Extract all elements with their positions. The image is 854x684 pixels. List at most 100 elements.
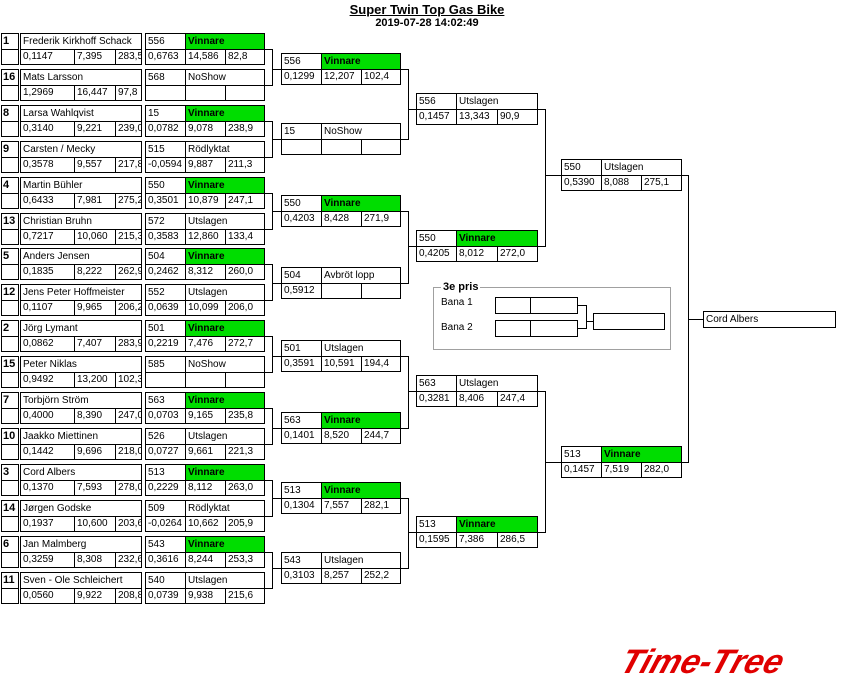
speed: 260,0	[225, 264, 265, 280]
bracket-line	[265, 157, 273, 158]
speed	[361, 283, 401, 299]
bracket-line	[272, 139, 282, 140]
bracket-line	[408, 532, 417, 533]
reaction-time: 0,3281	[416, 391, 457, 407]
seed-spacer	[1, 157, 19, 173]
elapsed-time	[321, 139, 362, 155]
bracket-line	[265, 408, 273, 409]
car-number: 563	[145, 392, 186, 409]
elapsed-time	[185, 85, 226, 101]
race-result: Vinnare	[321, 53, 401, 70]
seed-number: 3	[1, 464, 19, 481]
speed: 235,8	[225, 408, 265, 424]
reaction-time: 0,1299	[281, 69, 322, 85]
car-number: 504	[145, 248, 186, 265]
car-number: 513	[416, 516, 457, 533]
bracket-line	[265, 516, 273, 517]
bracket-line	[408, 391, 417, 392]
bracket-line	[272, 428, 282, 429]
seed-spacer	[1, 336, 19, 352]
reaction-time: 0,1370	[20, 480, 75, 496]
bracket-line	[408, 211, 409, 284]
car-number: 543	[281, 552, 322, 569]
elapsed-time: 8,428	[321, 211, 362, 227]
race-result: Vinnare	[185, 177, 265, 194]
reaction-time: 0,0739	[145, 588, 186, 604]
competitor-name: Frederik Kirkhoff Schack	[20, 33, 142, 50]
reaction-time: 0,5390	[561, 175, 602, 191]
reaction-time: 0,3259	[20, 552, 75, 568]
speed: 232,6	[115, 552, 142, 568]
elapsed-time: 7,519	[601, 462, 642, 478]
elapsed-time: 10,879	[185, 193, 226, 209]
seed-spacer	[1, 588, 19, 604]
reaction-time: 0,1442	[20, 444, 75, 460]
speed: 102,4	[361, 69, 401, 85]
bracket-line	[408, 498, 409, 569]
elapsed-time: 8,222	[74, 264, 116, 280]
bracket-line	[272, 568, 282, 569]
race-result: Vinnare	[321, 195, 401, 212]
competitor-name: Cord Albers	[20, 464, 142, 481]
elapsed-time: 9,557	[74, 157, 116, 173]
speed: 253,3	[225, 552, 265, 568]
race-result: Utslagen	[185, 572, 265, 589]
bracket-line	[586, 305, 587, 329]
elapsed-time	[321, 283, 362, 299]
race-result: Utslagen	[321, 340, 401, 357]
speed: 203,6	[115, 516, 142, 532]
car-number: 552	[145, 284, 186, 301]
reaction-time	[281, 139, 322, 155]
race-result: Vinnare	[185, 105, 265, 122]
bracket-line	[272, 356, 282, 357]
lane2-result-cell	[530, 320, 578, 337]
speed: 205,9	[225, 516, 265, 532]
elapsed-time: 10,060	[74, 229, 116, 245]
race-result: Vinnare	[456, 230, 538, 247]
reaction-time: 0,2229	[145, 480, 186, 496]
elapsed-time: 9,938	[185, 588, 226, 604]
elapsed-time: 7,557	[321, 498, 362, 514]
elapsed-time: 7,593	[74, 480, 116, 496]
seed-spacer	[1, 372, 19, 388]
time-tree-logo: Time-Tree	[616, 643, 790, 681]
seed-number: 14	[1, 500, 19, 517]
elapsed-time: 9,661	[185, 444, 226, 460]
elapsed-time	[185, 372, 226, 388]
reaction-time: 0,1147	[20, 49, 75, 65]
race-result: NoShow	[185, 69, 265, 86]
car-number: 15	[281, 123, 322, 140]
speed: 272,7	[225, 336, 265, 352]
elapsed-time: 8,390	[74, 408, 116, 424]
bracket-line	[265, 336, 273, 337]
speed: 286,5	[497, 532, 538, 548]
elapsed-time: 9,922	[74, 588, 116, 604]
car-number: 585	[145, 356, 186, 373]
reaction-time: 0,1595	[416, 532, 457, 548]
bracket-line	[265, 229, 273, 230]
bracket-line	[401, 568, 409, 569]
seed-number: 1	[1, 33, 19, 50]
race-result: Vinnare	[185, 536, 265, 553]
car-number: 513	[281, 482, 322, 499]
seed-spacer	[1, 516, 19, 532]
elapsed-time: 7,981	[74, 193, 116, 209]
reaction-time: 0,0703	[145, 408, 186, 424]
competitor-name: Jaakko Miettinen	[20, 428, 142, 445]
race-result: Vinnare	[321, 482, 401, 499]
lane1-result-cell	[530, 297, 578, 314]
speed: 97,8	[115, 85, 142, 101]
speed: 263,0	[225, 480, 265, 496]
elapsed-time: 9,221	[74, 121, 116, 137]
car-number: 563	[281, 412, 322, 429]
seed-number: 8	[1, 105, 19, 122]
seed-number: 10	[1, 428, 19, 445]
reaction-time	[145, 372, 186, 388]
elapsed-time: 8,257	[321, 568, 362, 584]
car-number: 556	[281, 53, 322, 70]
logo-text: Time-Tree	[616, 643, 790, 681]
car-number: 550	[416, 230, 457, 247]
car-number: 556	[145, 33, 186, 50]
seed-spacer	[1, 300, 19, 316]
elapsed-time: 10,600	[74, 516, 116, 532]
